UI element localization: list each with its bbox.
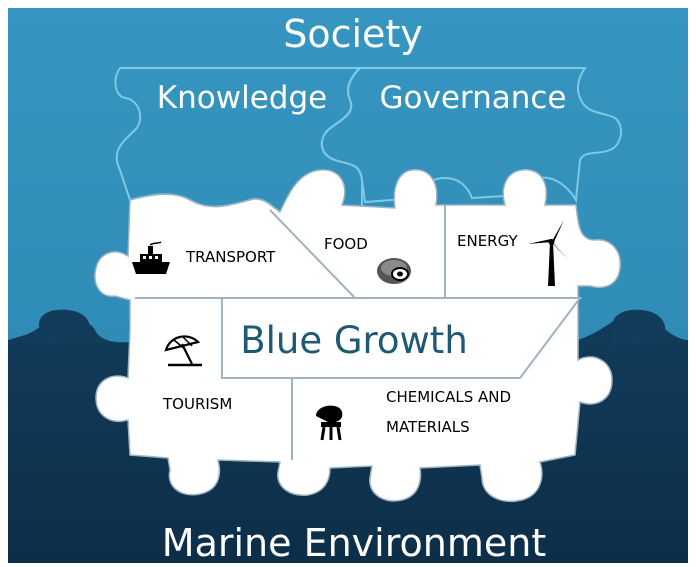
beach-umbrella-icon — [164, 335, 202, 367]
chemicals-label-line1: CHEMICALS AND — [386, 388, 511, 406]
knowledge-label: Knowledge — [157, 80, 327, 116]
blue-growth-title: Blue Growth — [240, 319, 468, 362]
energy-label: ENERGY — [457, 232, 518, 250]
seafood-icon — [377, 258, 411, 284]
food-label: FOOD — [324, 235, 368, 253]
ship-icon — [132, 241, 170, 274]
governance-label: Governance — [379, 80, 566, 116]
governance-piece — [320, 67, 622, 204]
transport-label: TRANSPORT — [185, 248, 276, 266]
blue-growth-banner — [221, 297, 582, 379]
lab-flask-icon — [316, 405, 343, 441]
right-navy-tab — [611, 309, 666, 345]
marine-environment-label: Marine Environment — [162, 521, 546, 565]
wind-turbine-icon — [528, 220, 568, 286]
tourism-label: TOURISM — [162, 395, 232, 413]
society-label: Society — [283, 12, 423, 56]
chemicals-label-line2: MATERIALS — [386, 418, 470, 436]
divider-transport-food — [269, 209, 356, 299]
left-navy-tab — [39, 309, 91, 345]
